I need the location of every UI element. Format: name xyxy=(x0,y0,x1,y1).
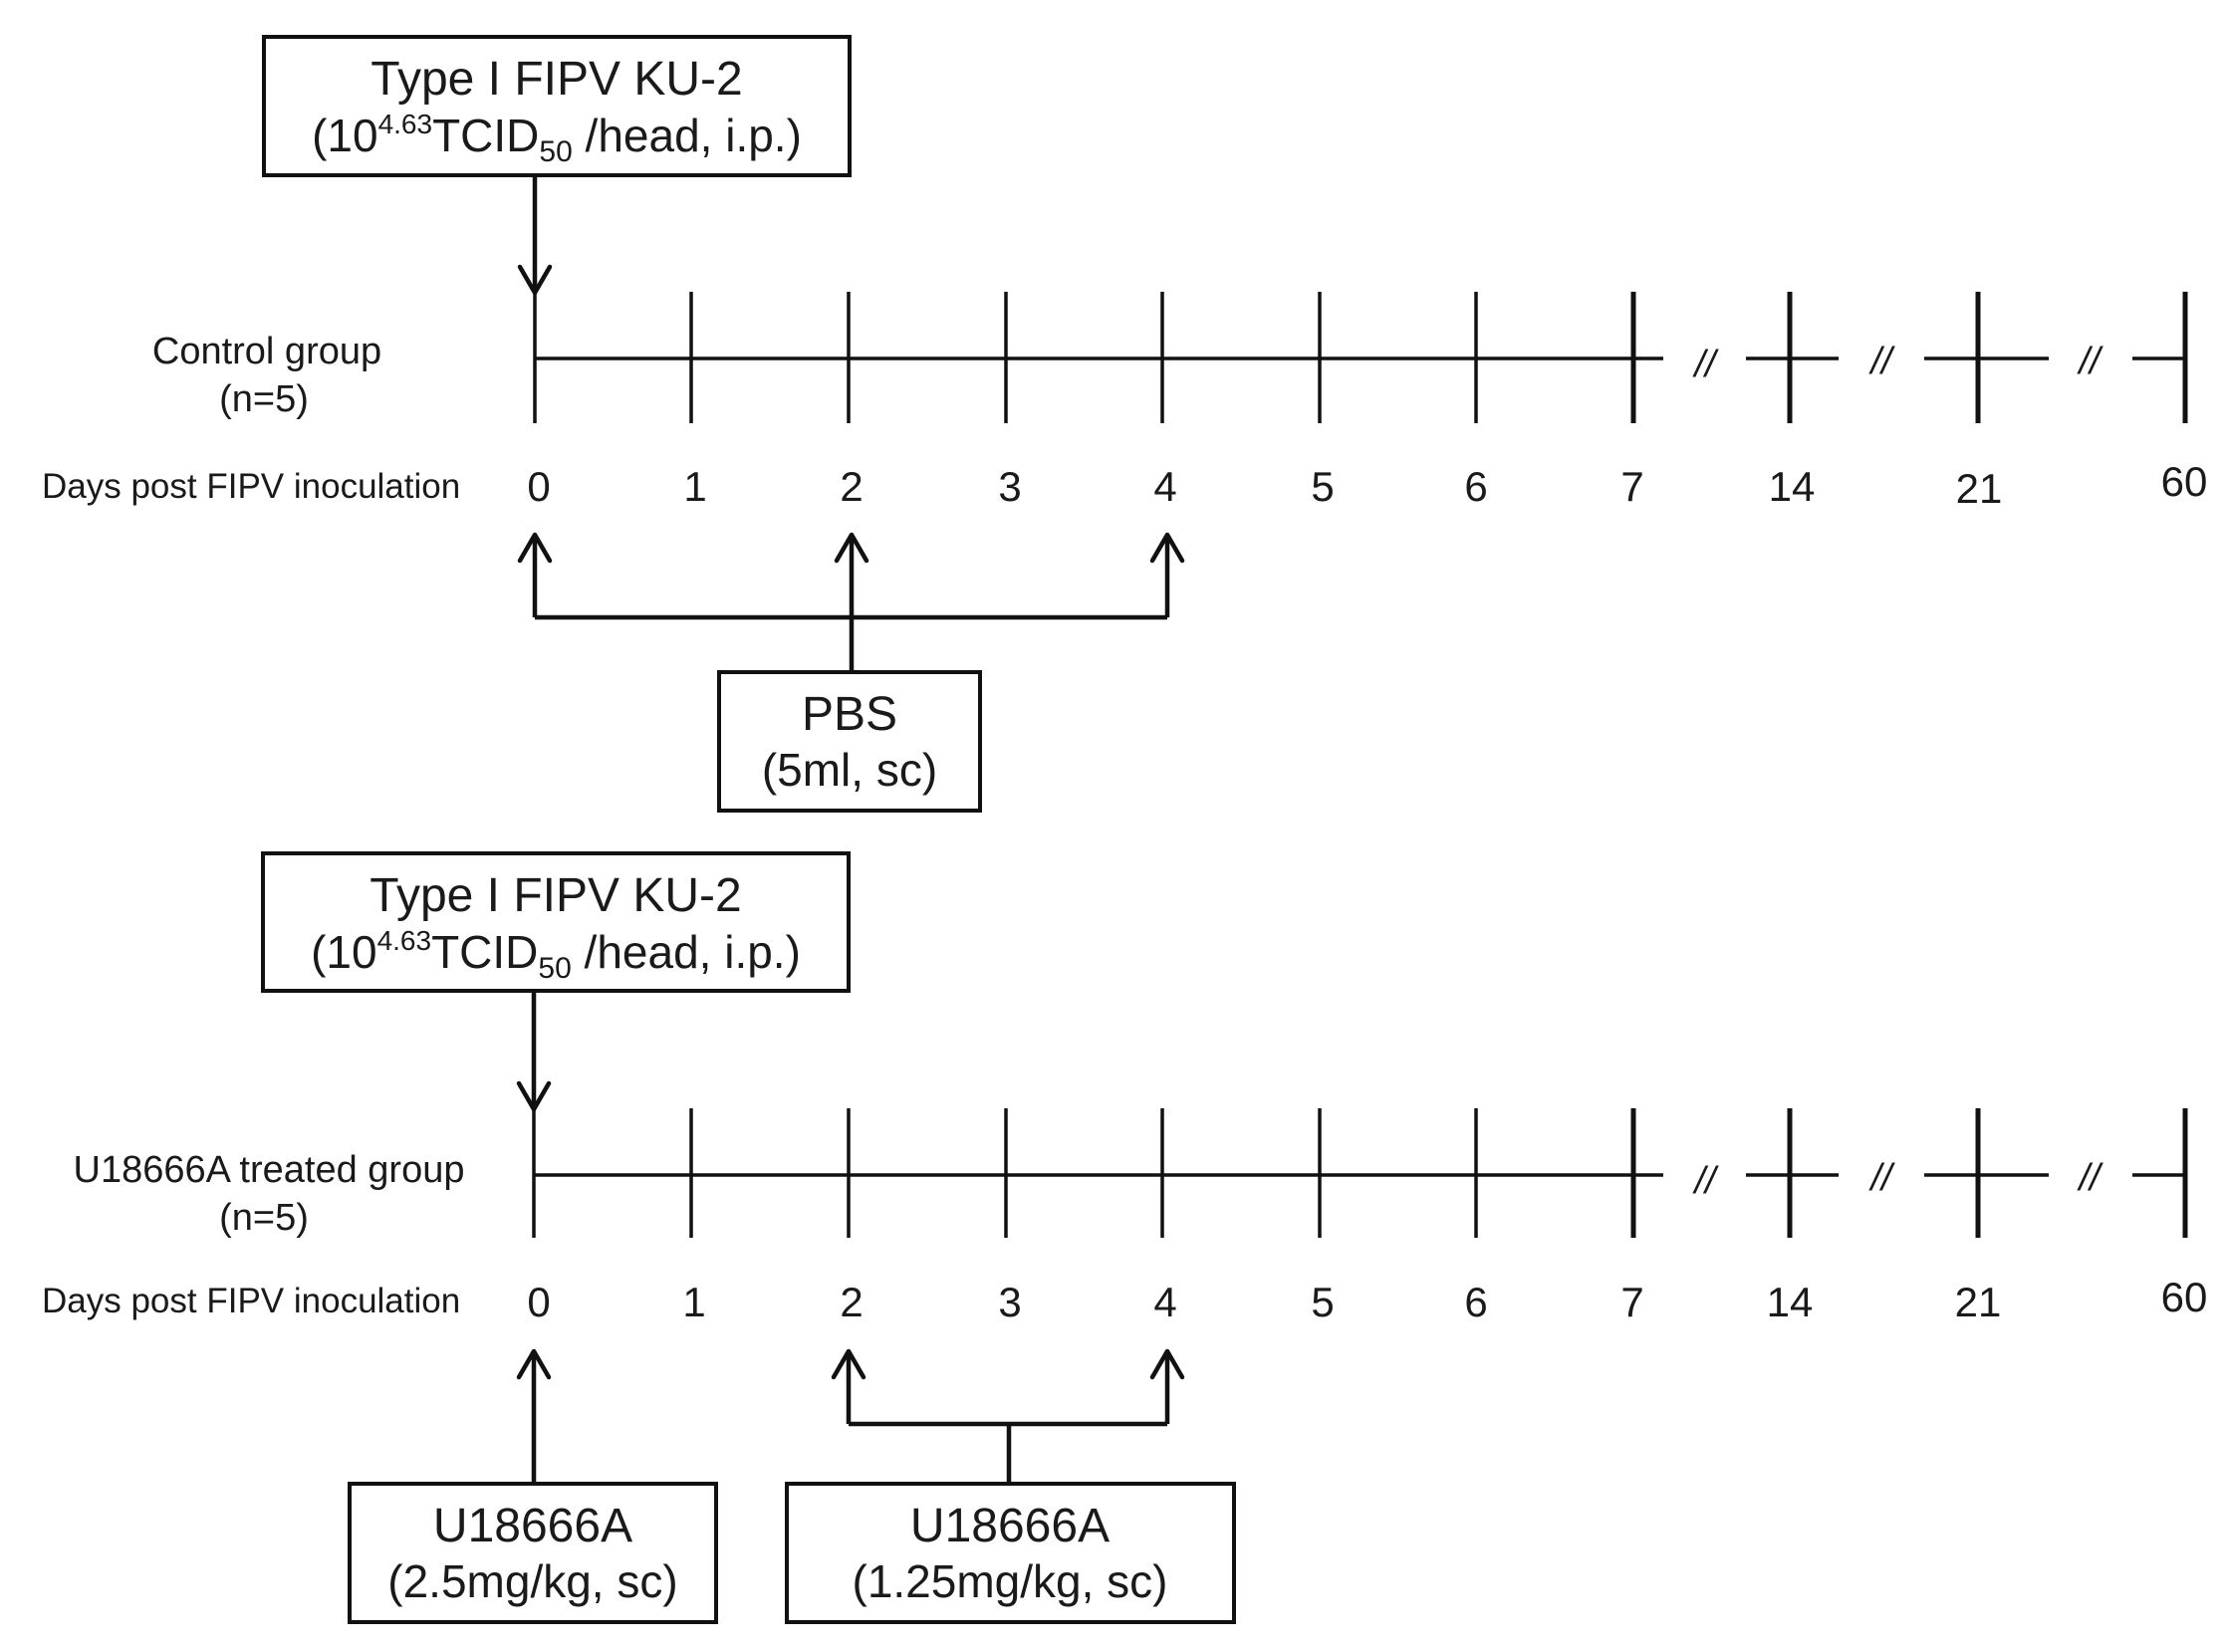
dose-subscript: 50 xyxy=(539,135,572,168)
control-inoculation-box: Type I FIPV KU-2 (104.63TCID50 /head, i.… xyxy=(262,35,852,177)
dose-prefix: (10 xyxy=(311,926,376,978)
group-label: Control group xyxy=(152,331,381,372)
u18666a-day0-arrow xyxy=(516,1348,552,1484)
u18666a-high-dose-box: U18666A (2.5mg/kg, sc) xyxy=(348,1482,718,1624)
treatment-box-frame xyxy=(717,670,982,813)
days-row-label: Days post FIPV inoculation xyxy=(42,467,460,506)
day-label: 60 xyxy=(2161,458,2208,505)
inoculation-box-frame xyxy=(262,35,852,177)
pbs-treatment-box: PBS (5ml, sc) xyxy=(717,670,982,813)
day-label: 5 xyxy=(1311,463,1334,510)
day-label: 7 xyxy=(1620,1279,1643,1325)
dose-unit: TCID xyxy=(431,926,538,978)
day-label: 1 xyxy=(682,1279,705,1325)
treatment-box-frame xyxy=(785,1482,1236,1624)
day-label: 1 xyxy=(683,463,706,510)
dose-unit: TCID xyxy=(432,110,539,161)
day-label: 0 xyxy=(527,463,550,510)
treatment-box-frame xyxy=(348,1482,718,1624)
inoculation-box-frame xyxy=(261,851,851,993)
u18666a-day2-4-bracket xyxy=(831,1348,1185,1484)
inoculation-title: Type I FIPV KU-2 xyxy=(371,53,742,106)
dose-subscript: 50 xyxy=(538,952,571,985)
day-label: 3 xyxy=(998,463,1021,510)
day-label: 4 xyxy=(1153,1279,1176,1325)
timeline-axis xyxy=(532,1108,2188,1238)
group-size: (n=5) xyxy=(219,1197,309,1239)
treatment-name: U18666A xyxy=(433,1500,632,1552)
dose-exponent: 4.63 xyxy=(378,109,433,139)
treatment-name: PBS xyxy=(802,688,897,741)
days-row-label: Days post FIPV inoculation xyxy=(42,1282,460,1320)
dose-exponent: 4.63 xyxy=(377,925,432,956)
u18666a-low-dose-box: U18666A (1.25mg/kg, sc) xyxy=(785,1482,1236,1624)
axis-break-mark: // xyxy=(1691,344,1719,385)
day-label: 6 xyxy=(1464,463,1487,510)
axis-break-mark: // xyxy=(2076,341,2103,382)
dose-suffix: /head, i.p.) xyxy=(572,926,801,978)
inoculation-dose: (104.63TCID50 /head, i.p.) xyxy=(311,925,801,985)
day-label: 2 xyxy=(840,1279,863,1325)
day-label: 3 xyxy=(998,1279,1021,1325)
dose-prefix: (10 xyxy=(312,110,377,161)
day-label: 6 xyxy=(1464,1279,1487,1325)
inoculation-title: Type I FIPV KU-2 xyxy=(370,869,741,922)
timeline-axis xyxy=(533,292,2188,423)
dose-suffix: /head, i.p.) xyxy=(573,110,802,161)
inoculation-dose: (104.63TCID50 /head, i.p.) xyxy=(312,109,802,168)
day-label: 5 xyxy=(1311,1279,1334,1325)
group-size: (n=5) xyxy=(219,378,309,420)
day-label: 2 xyxy=(840,463,863,510)
day-label: 14 xyxy=(1769,463,1816,510)
group-label: U18666A treated group xyxy=(74,1149,465,1191)
treated-inoculation-box: Type I FIPV KU-2 (104.63TCID50 /head, i.… xyxy=(261,851,851,993)
day-label: 7 xyxy=(1620,463,1643,510)
inoculation-arrow xyxy=(516,991,552,1112)
treatment-name: U18666A xyxy=(910,1500,1110,1552)
axis-break-mark: // xyxy=(1867,1157,1895,1199)
control-panel: Type I FIPV KU-2 (104.63TCID50 /head, i.… xyxy=(42,35,2208,813)
treatment-dose: (1.25mg/kg, sc) xyxy=(853,1555,1168,1607)
inoculation-arrow xyxy=(517,175,553,296)
day-label: 21 xyxy=(1956,465,2003,512)
pbs-treatment-bracket xyxy=(517,532,1185,672)
day-label: 4 xyxy=(1153,463,1176,510)
treatment-dose: (5ml, sc) xyxy=(762,744,937,796)
axis-break-mark: // xyxy=(1691,1160,1719,1202)
treatment-dose: (2.5mg/kg, sc) xyxy=(387,1555,677,1607)
day-label: 60 xyxy=(2161,1274,2208,1320)
day-label: 14 xyxy=(1767,1279,1814,1325)
day-label: 0 xyxy=(527,1279,550,1325)
day-label: 21 xyxy=(1955,1279,2002,1325)
axis-break-mark: // xyxy=(1867,341,1895,382)
axis-break-mark: // xyxy=(2076,1157,2103,1199)
treated-panel: Type I FIPV KU-2 (104.63TCID50 /head, i.… xyxy=(42,851,2208,1624)
